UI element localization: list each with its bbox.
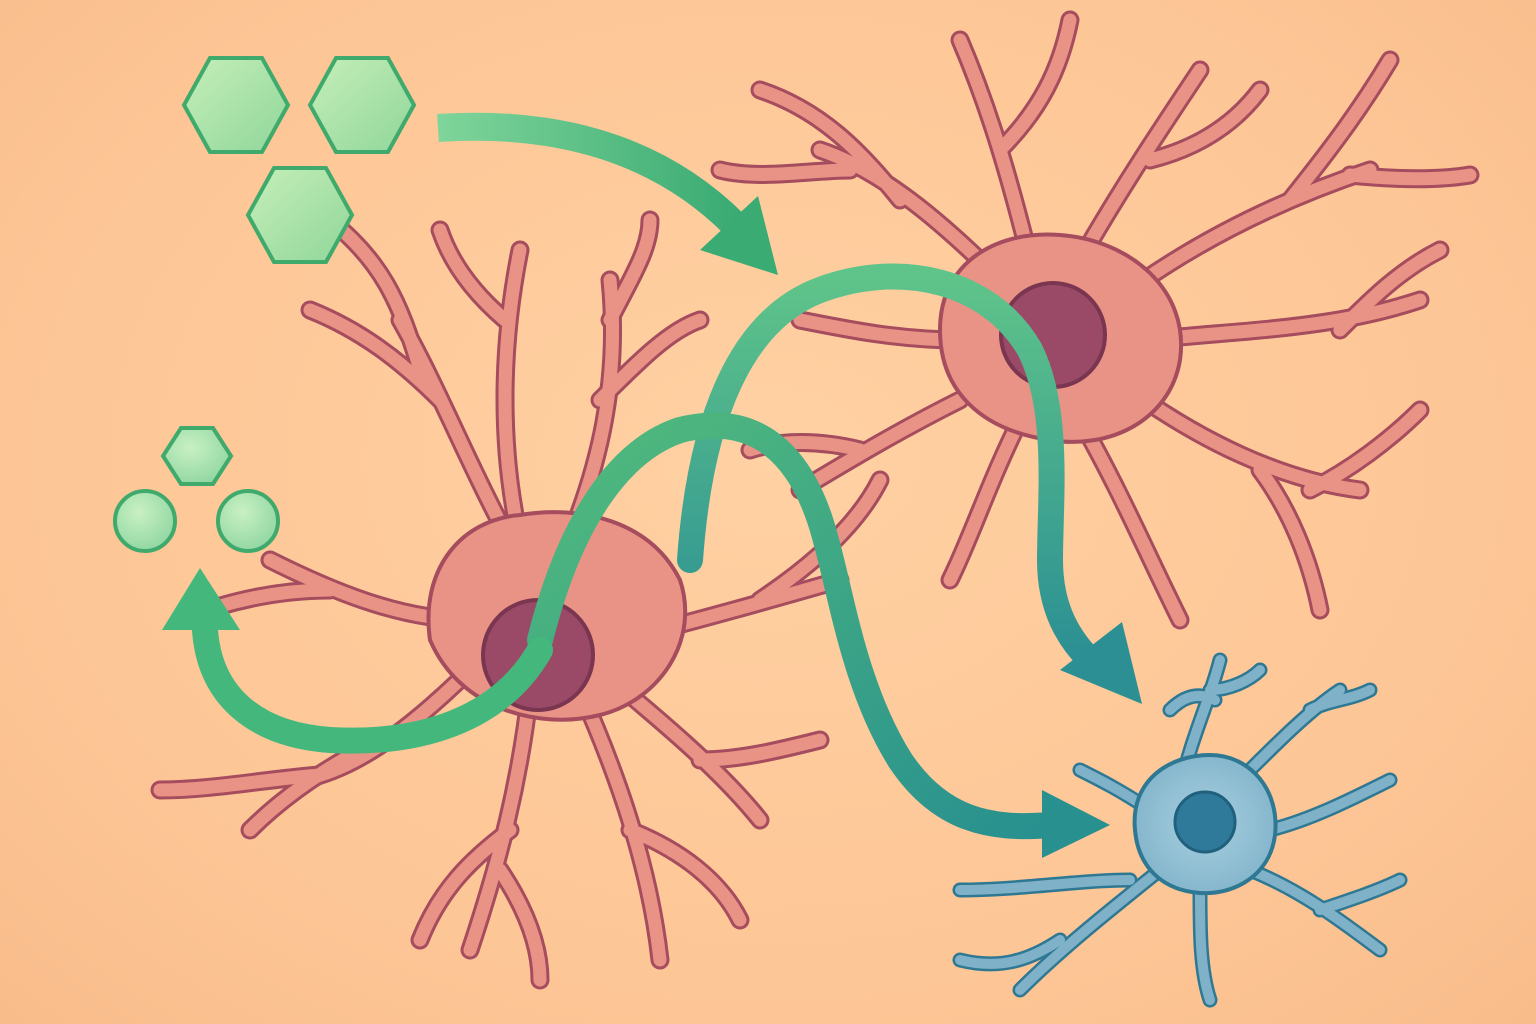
- target-cell: [952, 652, 1408, 1008]
- arrow-upper-neuron-to-target: [677, 263, 1142, 704]
- hexagon-cluster: [181, 56, 417, 264]
- arrowhead: [1060, 622, 1142, 704]
- arrowhead: [1042, 790, 1110, 858]
- round-molecule: [216, 489, 280, 553]
- signal-arrows: [162, 112, 1142, 858]
- hexagon-molecule: [307, 56, 417, 154]
- round-molecule: [113, 489, 177, 553]
- target-cell-nucleus: [1173, 790, 1237, 854]
- hexagon-molecule: [181, 56, 291, 154]
- neuron-upper-right-dendrites: [710, 10, 1480, 630]
- arrowhead: [700, 196, 778, 275]
- neuron-upper-right: [710, 10, 1480, 630]
- hexagonal-molecule-small: [160, 426, 234, 486]
- arrow-left-neuron-to-molecules: [162, 568, 553, 754]
- arrow-left-neuron-to-target: [527, 412, 1110, 858]
- small-molecule-cluster: [113, 426, 280, 553]
- arrowhead: [162, 568, 240, 630]
- hexagon-molecule: [245, 166, 355, 264]
- arrow-hexagons-to-upper-neuron: [437, 112, 778, 275]
